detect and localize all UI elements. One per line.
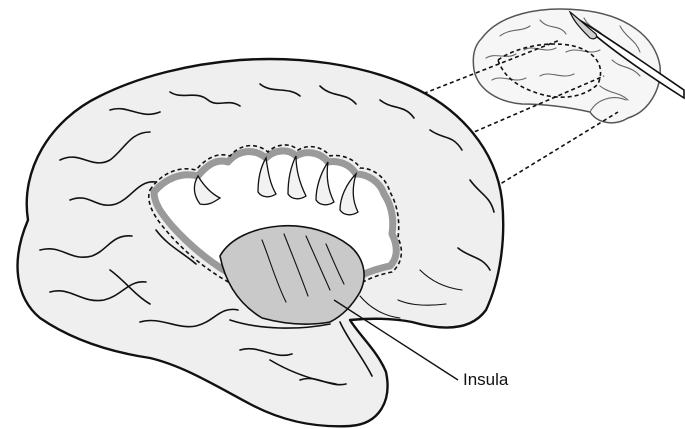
scalpel-icon (568, 10, 685, 100)
insula-region (219, 224, 365, 325)
insula-leader-line (333, 299, 459, 381)
insula-callout: Insula (333, 299, 509, 389)
insula-label: Insula (463, 370, 509, 389)
cut-away-region (148, 144, 403, 325)
reference-brain (472, 8, 661, 124)
